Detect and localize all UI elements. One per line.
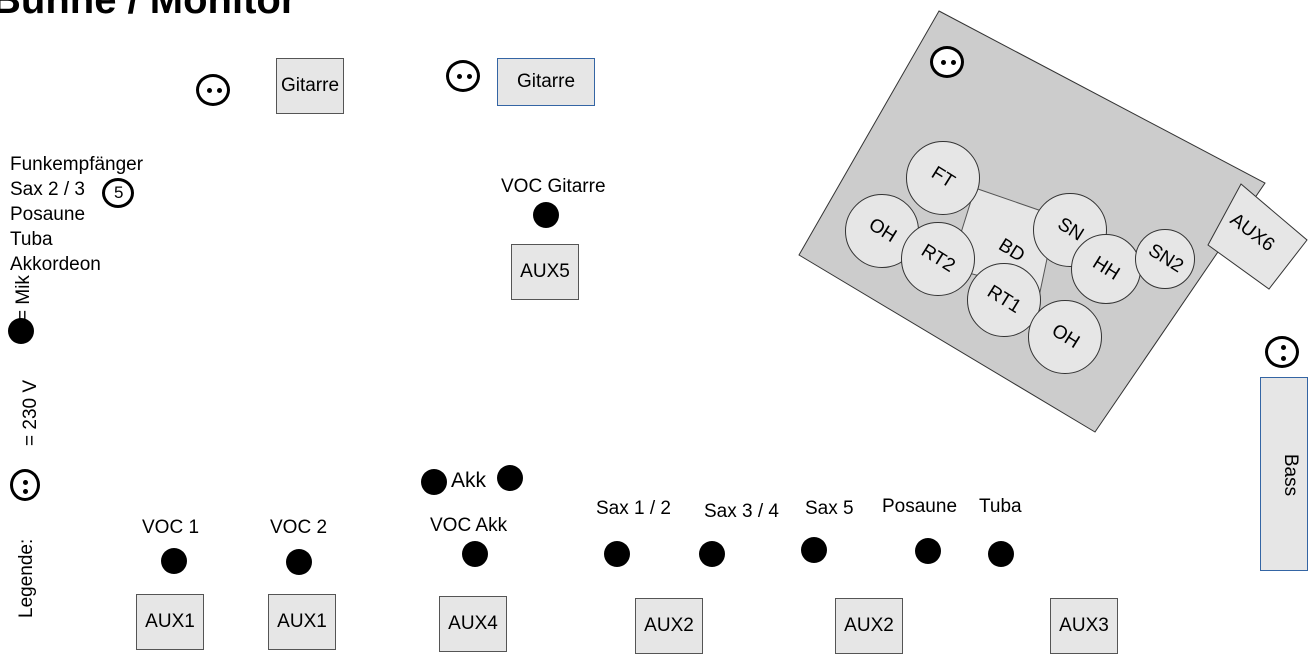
mic-label-voc-akk: VOC Akk [430,515,508,536]
gitarre-amp-2: Gitarre [497,58,595,106]
monitor-aux3: AUX3 [1050,598,1118,654]
funk-line-4: Tuba [10,229,53,250]
mic-sax5-icon [801,537,827,563]
mic-voc2-icon [286,549,312,575]
drum-ft: FT [906,141,980,215]
bass-amp: Bass [1260,377,1308,571]
funk-socket-count: 5 [114,183,124,202]
mic-posaune-icon [915,538,941,564]
funk-line-3: Posaune [10,204,86,225]
monitor-aux2-a: AUX2 [635,598,703,654]
bass-power-socket-icon [1265,336,1299,368]
mic-sax12-icon [604,541,630,567]
mic-label-akk: Akk [451,469,487,492]
mic-label-sax12: Sax 1 / 2 [596,498,671,519]
drum-oh-2: OH [1028,300,1102,374]
mic-akk-right-icon [497,465,523,491]
drum-hh: HH [1071,234,1141,304]
mic-label-voc-gitarre: VOC Gitarre [501,176,606,197]
mic-label-voc2: VOC 2 [270,517,328,538]
mic-label-sax5: Sax 5 [805,498,854,519]
monitor-aux2-b: AUX2 [835,598,903,654]
mic-voc-akk-icon [462,541,488,567]
mic-tuba-icon [988,541,1014,567]
funk-socket-icon: 5 [102,178,134,208]
mic-voc-gitarre-icon [533,202,559,228]
power-socket-icon [446,60,480,92]
funk-line-5: Akkordeon [10,254,101,275]
mic-akk-left-icon [421,469,447,495]
monitor-aux1-a: AUX1 [136,594,204,650]
drum-sn2: SN2 [1135,229,1195,289]
drum-power-socket-icon [930,46,964,78]
monitor-aux1-b: AUX1 [268,594,336,650]
funk-line-1: Funkempfänger [10,154,144,175]
funk-line-2: Sax 2 / 3 [10,179,85,200]
mic-label-tuba: Tuba [979,496,1022,517]
mic-label-posaune: Posaune [882,496,958,517]
monitor-aux4: AUX4 [439,596,507,652]
power-socket-icon [196,74,230,106]
legend-mic-icon [8,318,34,344]
mic-label-sax34: Sax 3 / 4 [704,501,779,522]
drum-rt2: RT2 [901,222,975,296]
mic-voc1-icon [161,548,187,574]
page-title: Bühne / Monitor [0,0,297,22]
monitor-aux5: AUX5 [511,244,579,300]
gitarre-amp-1: Gitarre [276,58,344,114]
drum-rt1: RT1 [967,263,1041,337]
bass-amp-label: Bass [1280,453,1302,497]
mic-sax34-icon [699,541,725,567]
mic-label-voc1: VOC 1 [142,517,200,538]
legend-socket-icon [10,469,40,501]
